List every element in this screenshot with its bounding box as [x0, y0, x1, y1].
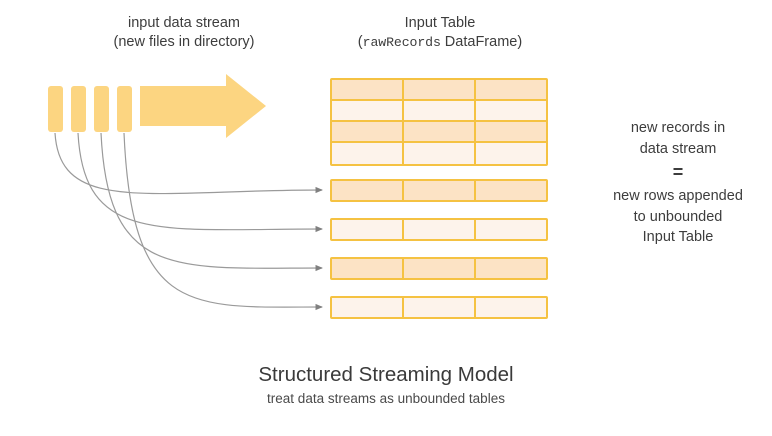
- table-cell: [476, 220, 546, 239]
- table-cell: [404, 220, 476, 239]
- table-cell: [476, 122, 546, 141]
- file-bar-1: [48, 86, 63, 132]
- table-cell: [332, 80, 404, 99]
- table-cell: [476, 181, 546, 200]
- file-bar-2: [71, 86, 86, 132]
- table-row: [332, 80, 546, 101]
- table-cell: [404, 101, 476, 120]
- table-cell: [404, 143, 476, 164]
- table-row: [332, 143, 546, 164]
- file-bar-4: [117, 86, 132, 132]
- table-row: [332, 122, 546, 143]
- flow-arrow-icon: [140, 74, 266, 138]
- table-cell: [332, 298, 404, 317]
- equation-note-line4: to unbounded: [633, 208, 723, 225]
- appended-row: [330, 218, 548, 241]
- equation-note-line3: new rows appended: [613, 188, 743, 205]
- file-bar-3: [94, 86, 109, 132]
- paren-close: ): [517, 33, 523, 50]
- connector-curve-2: [77, 132, 323, 233]
- table-cell: [332, 259, 404, 278]
- connector-curve-1: [54, 132, 323, 195]
- appended-row: [330, 296, 548, 319]
- appended-row: [330, 257, 548, 280]
- dataframe-name: rawRecords: [362, 34, 441, 50]
- table-cell: [332, 181, 404, 200]
- table-row: [332, 101, 546, 122]
- table-cell: [404, 259, 476, 278]
- table-cell: [404, 298, 476, 317]
- table-cell: [332, 143, 404, 164]
- paren-open: (: [357, 33, 363, 50]
- table-cell: [476, 101, 546, 120]
- input-stream-caption-line2: (new files in directory): [113, 33, 255, 50]
- equation-note-line1: new records in: [630, 120, 726, 136]
- table-cell: [476, 298, 546, 317]
- table-cell: [476, 259, 546, 278]
- input-stream-caption-line1: input data stream: [127, 15, 241, 31]
- table-cell: [332, 220, 404, 239]
- table-cell: [404, 181, 476, 200]
- table-cell: [332, 101, 404, 120]
- equation-note-line5: Input Table: [642, 229, 714, 246]
- equation-note: new records in data stream = new rows ap…: [586, 118, 770, 248]
- input-stream-caption: input data stream (new files in director…: [48, 14, 320, 51]
- table-cell: [404, 80, 476, 99]
- diagram-subtitle: treat data streams as unbounded tables: [267, 391, 505, 406]
- diagram-title: Structured Streaming Model: [258, 363, 514, 386]
- connector-curve-3: [100, 132, 323, 272]
- table-cell: [476, 143, 546, 164]
- input-table-caption-subtitle: (rawRecords DataFrame): [318, 33, 562, 52]
- table-cell: [404, 122, 476, 141]
- dataframe-suffix: DataFrame: [440, 33, 518, 50]
- input-table-caption: Input Table (rawRecords DataFrame): [318, 14, 562, 51]
- table-cell: [476, 80, 546, 99]
- appended-row: [330, 179, 548, 202]
- equation-note-line2: data stream: [639, 140, 717, 157]
- input-table: [330, 78, 548, 166]
- table-cell: [332, 122, 404, 141]
- input-table-caption-title: Input Table: [404, 15, 476, 31]
- connector-curve-4: [123, 132, 323, 311]
- equals-sign: =: [672, 162, 684, 183]
